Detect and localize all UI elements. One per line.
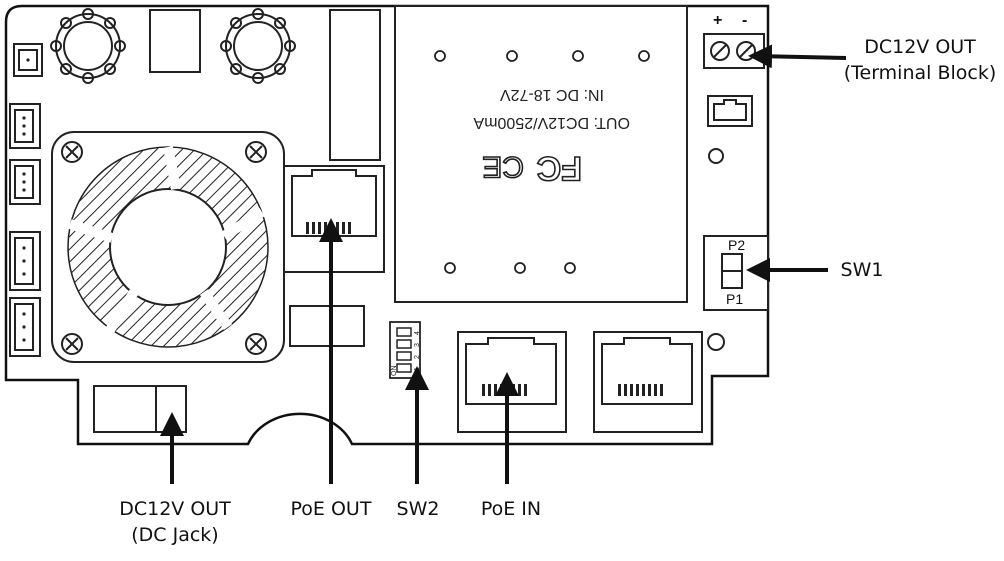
dip-on-mark: ON [391, 366, 398, 377]
cooling-fan [51, 131, 285, 363]
sw1-jumper: P2 P1 [703, 235, 769, 311]
label-line: PoE OUT [290, 498, 372, 520]
heatsink-left [50, 8, 126, 84]
terminal-plus-mark: + [713, 12, 722, 29]
label-line: DC12V OUT [864, 36, 976, 58]
module-fc-mark: FC [537, 149, 582, 187]
label-sw1: SW1 [832, 257, 892, 283]
dip-number: 1 [414, 367, 421, 371]
dip-number: 4 [414, 331, 421, 335]
poe-out-port [283, 165, 385, 273]
lan-port [593, 331, 703, 433]
module-output-rating: OUT: DC12V/2500mA [473, 114, 630, 131]
label-poe-out: PoE OUT [276, 496, 386, 522]
mounting-holes [707, 148, 725, 351]
heatsink-right [220, 8, 296, 84]
label-line: DC12V OUT [119, 498, 231, 520]
module-ce-mark: CE [482, 150, 524, 183]
jumper-p2-mark: P2 [728, 237, 745, 253]
connector-pins [22, 58, 30, 342]
label-dc-out-terminal: DC12V OUT (Terminal Block) [836, 34, 1004, 86]
sw2-dip-switch: ON 1 2 3 4 [389, 321, 421, 379]
component-box-top [149, 9, 201, 73]
component-box-middle [289, 305, 365, 347]
power-module: FC CE OUT: DC12V/2500mA IN: DC 18-72V [394, 5, 688, 303]
label-poe-in: PoE IN [466, 496, 556, 522]
arrow-dc-out-terminal [748, 44, 847, 69]
module-input-rating: IN: DC 18-72V [500, 86, 604, 103]
poe-in-port [457, 331, 567, 433]
label-line: PoE IN [480, 498, 542, 520]
label-line: (Terminal Block) [843, 62, 997, 84]
dip-number: 3 [414, 343, 421, 347]
label-line: SW1 [840, 259, 884, 281]
label-dc-out-jack: DC12V OUT (DC Jack) [100, 496, 250, 548]
terminal-minus-mark: - [742, 12, 747, 29]
label-line: SW2 [396, 498, 440, 520]
component-bar-tall [329, 9, 381, 161]
dip-number: 2 [414, 355, 421, 359]
label-line: (DC Jack) [131, 524, 219, 546]
fan-screws [61, 141, 267, 355]
connector-right [707, 95, 753, 127]
callout-arrows [160, 44, 847, 484]
label-sw2: SW2 [390, 496, 446, 522]
jumper-p1-mark: P1 [726, 291, 743, 307]
